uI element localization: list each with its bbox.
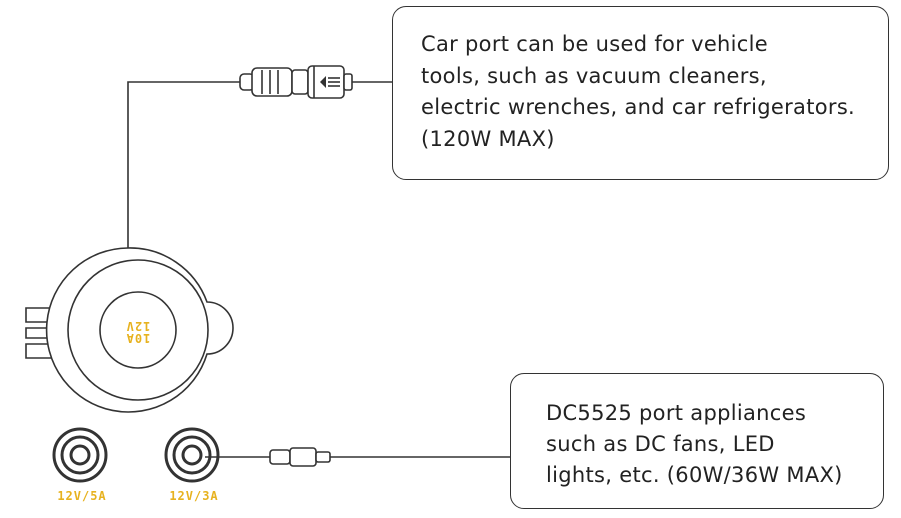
car-socket-icon [25, 247, 234, 413]
car-port-callout: Car port can be used for vehicle tools, … [392, 6, 889, 180]
car-socket-rating-voltage: 12V [126, 319, 151, 333]
dc-port-left-rating: 12V/5A [57, 489, 106, 503]
dc-port-text-line: such as DC fans, LED [546, 432, 775, 456]
dc-port-callout: DC5525 port appliances such as DC fans, … [510, 373, 884, 509]
car-socket-rating-current: 10A [126, 331, 151, 345]
dc-port-right-icon [164, 427, 220, 483]
car-plug-cable [127, 81, 246, 252]
dc-barrel-plug-icon [205, 447, 510, 467]
dc-port-right-rating: 12V/3A [169, 489, 218, 503]
car-port-text-line: electric wrenches, and car refrigerators… [421, 95, 856, 119]
dc-port-text-line: lights, etc. (60W/36W MAX) [546, 463, 843, 487]
dc-port-left-icon [52, 427, 108, 483]
dc-port-text-line: DC5525 port appliances [546, 401, 807, 425]
car-port-text-line: tools, such as vacuum cleaners, [421, 63, 767, 88]
car-plug-icon [239, 65, 353, 99]
car-port-text-line: (120W MAX) [421, 126, 555, 151]
car-port-text-line: Car port can be used for vehicle [421, 32, 769, 56]
